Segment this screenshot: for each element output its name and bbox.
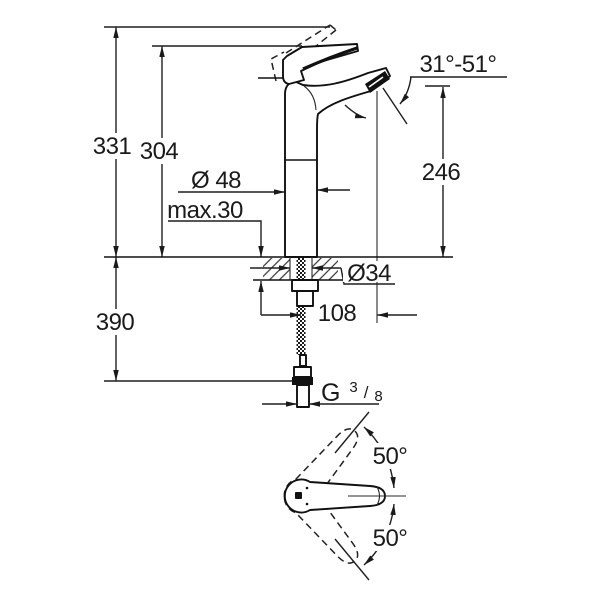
thread-slash: / [364,383,369,402]
label-bg [188,167,244,189]
max-30-label: max.30 [167,197,243,224]
thread-letter: G [321,379,340,407]
mounting-washer [291,279,319,292]
deck-hatch-right [312,258,338,280]
dim-246-label: 246 [422,159,461,186]
label-bg [92,133,132,159]
angle-range-label: 31°-51° [419,51,496,78]
top-view-handle [276,411,406,581]
handle-dot-upper [305,486,309,490]
spray-axis-line [382,87,408,125]
aerator [365,71,390,93]
swing-angle-lower-label: 50° [373,525,408,552]
handle-dot-lower [305,502,309,506]
hose-union-nut-band [292,377,313,385]
label-bg [94,309,136,335]
spout-swivel-arrow [344,104,367,119]
swing-axis-lower [334,538,370,581]
dia34-leader [340,267,395,285]
dia-34-label: Ø34 [347,260,391,287]
swing-angle-upper-label: 50° [373,443,408,470]
dia-48-label: Ø 48 [191,167,241,194]
dim-390-label: 390 [96,309,135,336]
aerator-slit [368,76,384,88]
handle-cartridge-mark [295,492,302,499]
dim-108-label: 108 [318,300,357,327]
thread-size-label: G 3 / 8 [321,370,382,407]
label-bg [414,51,502,75]
label-bg [166,198,244,220]
label-bg [343,261,395,282]
max30-arrow-upper [168,220,264,257]
front-view-faucet [258,24,408,323]
angle-range-leader-arrow [399,76,412,105]
label-bg [368,525,412,551]
deck-hatch-left [263,258,290,280]
hose-stud-end [299,354,307,367]
dimension-labels: 331 304 390 246 Ø 48 max.30 31°-51° Ø34 … [92,51,502,552]
spout-inner-curve [303,85,317,111]
thread-numerator: 3 [349,379,357,396]
handle-lever-underside [302,46,358,71]
label-bg [420,159,462,185]
handle-raised-dashed-outline [270,24,337,82]
hose-union-nut [293,366,312,378]
label-bg [138,138,180,164]
deck-and-mounting [104,256,453,408]
faucet-body-spout-outline [284,67,391,258]
label-bg [316,300,358,326]
dim-331-label: 331 [93,133,132,160]
dim-304-label: 304 [140,138,179,165]
mounting-nut [296,290,314,307]
label-bg [368,443,412,469]
swing-axis-upper [334,411,370,454]
connection-tube [296,384,310,408]
thread-denominator: 8 [374,388,382,405]
